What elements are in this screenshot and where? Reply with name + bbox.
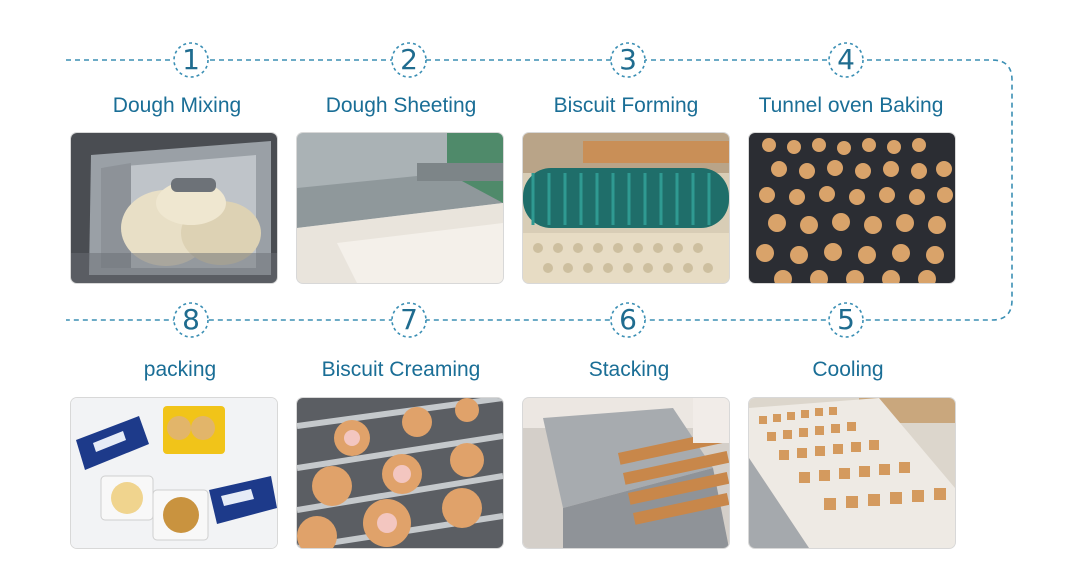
biscuit-forming-photo: [523, 133, 729, 283]
step-2-number: 2: [400, 43, 418, 76]
step-3-label: Biscuit Forming: [553, 94, 699, 117]
tunnel-oven-baking-photo: [749, 133, 955, 283]
step-7-number: 7: [400, 303, 418, 336]
step-8-number: 8: [182, 303, 200, 336]
step-4-label: Tunnel oven Baking: [758, 94, 944, 117]
step-1-number: 1: [182, 43, 200, 76]
step-3-number: 3: [619, 43, 637, 76]
step-1-label: Dough Mixing: [112, 94, 242, 117]
packing-photo: [71, 398, 277, 548]
stacking-photo: [523, 398, 729, 548]
cooling-photo: [749, 398, 955, 548]
step-5-number: 5: [837, 303, 855, 336]
step-8-label: packing: [143, 358, 217, 381]
dough-sheeting-photo: [297, 133, 503, 283]
step-6-label: Stacking: [588, 358, 670, 381]
step-2-label: Dough Sheeting: [325, 94, 477, 117]
biscuit-creaming-photo: [297, 398, 503, 548]
step-5-label: Cooling: [812, 358, 884, 381]
step-6-number: 6: [619, 303, 637, 336]
step-4-number: 4: [837, 43, 855, 76]
dough-mixing-photo: [71, 133, 277, 283]
step-7-label: Biscuit Creaming: [321, 358, 481, 381]
